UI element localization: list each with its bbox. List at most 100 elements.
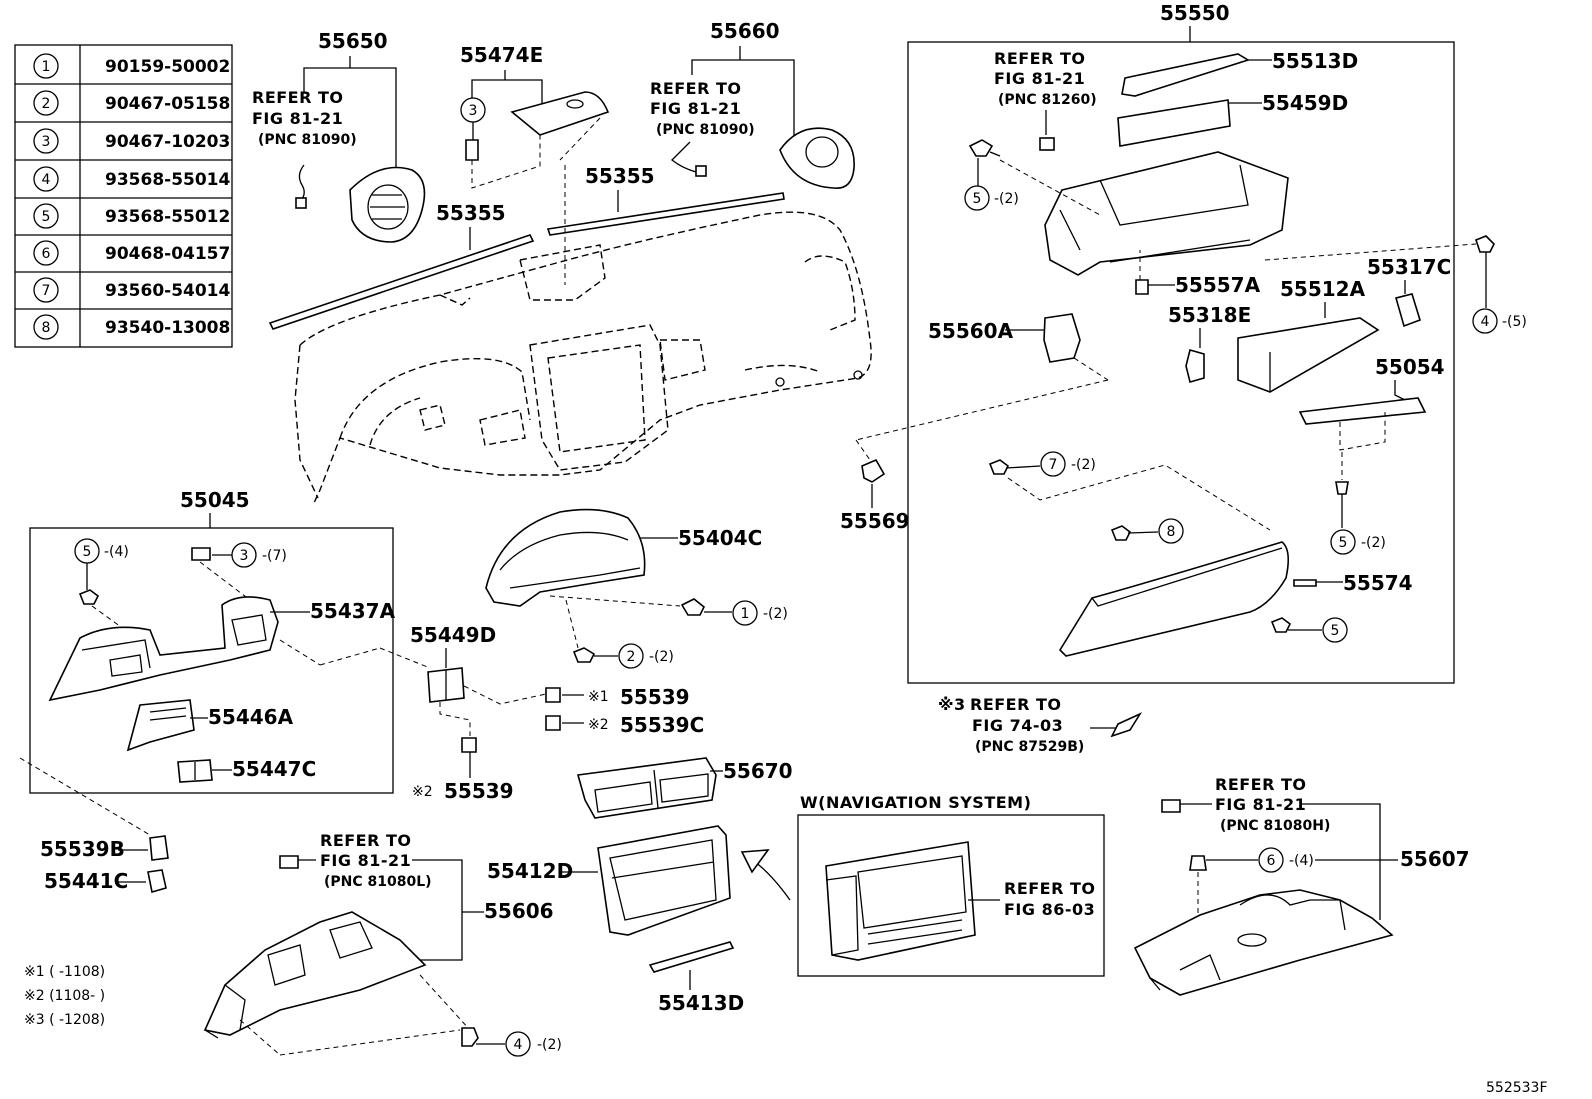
note-mark: ※1 [588, 689, 609, 705]
refer-fig-text: FIG 81-21 [320, 851, 411, 870]
quantity-text: -(4) [1289, 853, 1314, 869]
refer-to-text: REFER TO [252, 88, 344, 107]
meter-hood-55404C-shape [485, 508, 646, 607]
part-label-55447C: 55447C [232, 757, 316, 781]
callout-3: 3 [469, 103, 478, 119]
lower-panel-frame [29, 527, 394, 794]
row-part-number: 90468-04157 [105, 244, 230, 264]
quantity-text: -(2) [763, 606, 788, 622]
part-label-55459D: 55459D [1262, 91, 1348, 115]
callout-4: 4 [1481, 314, 1490, 330]
quantity-text: -(7) [262, 548, 287, 564]
callout-8: 8 [1167, 524, 1176, 540]
group-55404C: 55404C 1 -(2) 2 -(2) [485, 508, 788, 669]
group-55045: 55045 5 -(4) 3 -(7) 55437A 55446A 55447C [19, 488, 431, 836]
table-row: 8 93540-13008 [33, 314, 230, 340]
row-number: 3 [42, 134, 51, 150]
quantity-text: -(2) [537, 1037, 562, 1053]
row-number: 6 [42, 246, 51, 262]
center-vent-55670-shape [576, 757, 717, 819]
quantity-text: -(5) [1502, 314, 1527, 330]
part-label-55474E: 55474E [460, 43, 543, 67]
note-line: ※1 ( -1108) [24, 964, 105, 980]
molding-strip-left [268, 234, 535, 330]
quantity-text: -(4) [104, 544, 129, 560]
refer-pnc-text: (PNC 81080L) [324, 874, 432, 890]
part-label-55569: 55569 [840, 509, 910, 533]
row-part-number: 90467-05158 [105, 94, 230, 114]
bracket-55560A-shape [1043, 313, 1081, 363]
refer-pnc-text: (PNC 81260) [998, 92, 1097, 108]
clip-55441C-shape [147, 869, 167, 894]
panel-55513D-shape [1121, 53, 1250, 97]
refer-to-text: REFER TO [1004, 879, 1096, 898]
quantity-text: -(2) [1071, 457, 1096, 473]
parts-table: 1 90159-50002 2 90467-05158 3 90467-1020… [14, 44, 233, 348]
part-label-55539: 55539 [620, 685, 690, 709]
callout-2: 2 [627, 649, 636, 665]
part-label-55412D: 55412D [487, 859, 573, 883]
table-row: 7 93560-54014 [33, 277, 231, 303]
row-part-number: 90467-10203 [105, 132, 230, 152]
row-part-number: 93568-55012 [105, 207, 230, 227]
part-label-55317C: 55317C [1367, 255, 1451, 279]
arrow-head [740, 849, 770, 874]
group-55670: 55670 [576, 757, 793, 819]
part-label-55449D: 55449D [410, 623, 496, 647]
clip-55569-shape [861, 458, 886, 483]
refer-fig-text: FIG 81-21 [252, 109, 343, 128]
group-55660: 55660 REFER TO FIG 81-21 (PNC 81090) [650, 19, 855, 189]
trim-55413D-shape [648, 941, 735, 973]
refer-to-text: REFER TO [650, 79, 742, 98]
row-number: 5 [42, 209, 51, 225]
part-label-55437A: 55437A [310, 599, 396, 623]
row-part-number: 93568-55014 [105, 170, 231, 190]
row-number: 2 [42, 96, 51, 112]
part-label-55441C: 55441C [44, 869, 128, 893]
group-refer-74-03: ※3 REFER TO FIG 74-03 (PNC 87529B) [938, 695, 1143, 755]
row-part-number: 93560-54014 [105, 281, 231, 301]
part-label-55607: 55607 [1400, 847, 1470, 871]
refer-fig-text: FIG 74-03 [972, 716, 1063, 735]
clip-55539B-shape [149, 835, 169, 861]
refer-pnc-text: (PNC 81090) [258, 132, 357, 148]
table-row: 1 90159-50002 [33, 53, 230, 79]
group-55474E: 55474E 3 [460, 43, 610, 189]
clip-shape [465, 139, 479, 161]
group-navigation: W(NAVIGATION SYSTEM) REFER TO FIG 86-03 [797, 793, 1105, 977]
callout-5: 5 [1331, 623, 1340, 639]
group-55449D: 55449D ※1 55539 ※2 55539C ※2 55539 [410, 623, 704, 803]
part-label-55670: 55670 [723, 759, 793, 783]
refer-pnc-text: (PNC 81090) [656, 122, 755, 138]
refer-to-text: REFER TO [320, 831, 412, 850]
lid-55474E-shape [510, 91, 610, 136]
hinge-55054-shape [1298, 397, 1427, 425]
callout-4: 4 [514, 1037, 523, 1053]
part-label-55404C: 55404C [678, 526, 762, 550]
refer-to-text: REFER TO [1215, 775, 1307, 794]
part-label-55660: 55660 [710, 19, 780, 43]
group-55550: 55550 REFER TO FIG 81-21 (PNC 81260) 555… [855, 1, 1527, 684]
glove-box-housing-shape [1044, 151, 1289, 276]
row-number: 7 [42, 283, 51, 299]
refer-fig-text: FIG 81-21 [650, 99, 741, 118]
dashboard-body: 55355 55355 [268, 164, 872, 506]
table-row: 2 90467-05158 [33, 90, 230, 116]
navigation-unit-shape [825, 841, 976, 961]
part-label-55413D: 55413D [658, 991, 744, 1015]
part-label-55318E: 55318E [1168, 303, 1251, 327]
part-label-55650: 55650 [318, 29, 388, 53]
callout-5: 5 [83, 544, 92, 560]
part-label-55045: 55045 [180, 488, 250, 512]
nav-title: W(NAVIGATION SYSTEM) [800, 793, 1031, 812]
clip-55318E-shape [1185, 349, 1205, 383]
callout-7: 7 [1049, 457, 1058, 473]
callout-1: 1 [741, 606, 750, 622]
group-55412D: 55412D 55413D [487, 825, 791, 1015]
table-row: 6 90468-04157 [33, 240, 230, 266]
row-number: 4 [42, 172, 51, 188]
quantity-text: -(2) [994, 191, 1019, 207]
note-mark: ※2 [588, 717, 609, 733]
callout-5: 5 [1339, 535, 1348, 551]
part-label-55054: 55054 [1375, 355, 1445, 379]
